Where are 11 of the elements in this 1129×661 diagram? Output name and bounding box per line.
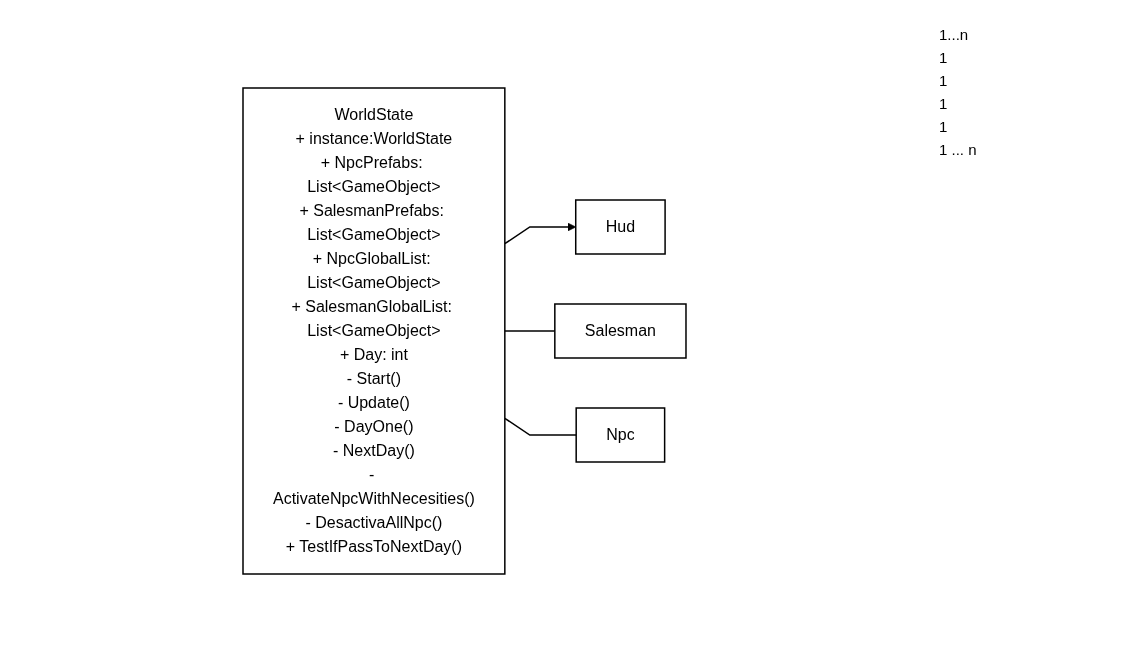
- node-box: WorldState + instance:WorldState + NpcPrefabs: List<GameObject> + SalesmanPrefabs: List<GameObject> + NpcGlobalList: List<GameObject> + SalesmanGlobalList: List<GameObject> + Day: int - Start() - Update() - DayOne() - NextDay() - ActivateNpcWithNecesities() - DesactivaAllNpc() + TestIfPassToNextDay(): [242, 86, 506, 575]
- multiplicity-label: 1: [939, 49, 949, 66]
- multiplicity-label: 1: [939, 72, 949, 89]
- multiplicity-label: 1...n: [939, 26, 970, 43]
- multiplicity-label: 1: [939, 95, 949, 112]
- node-box: Salesman: [554, 302, 687, 359]
- connector: [504, 417, 577, 436]
- node-box: Hud: [575, 198, 666, 255]
- multiplicity-label: 1: [939, 118, 949, 135]
- node-box: Npc: [575, 406, 666, 463]
- multiplicity-label: 1 ... n: [939, 141, 978, 158]
